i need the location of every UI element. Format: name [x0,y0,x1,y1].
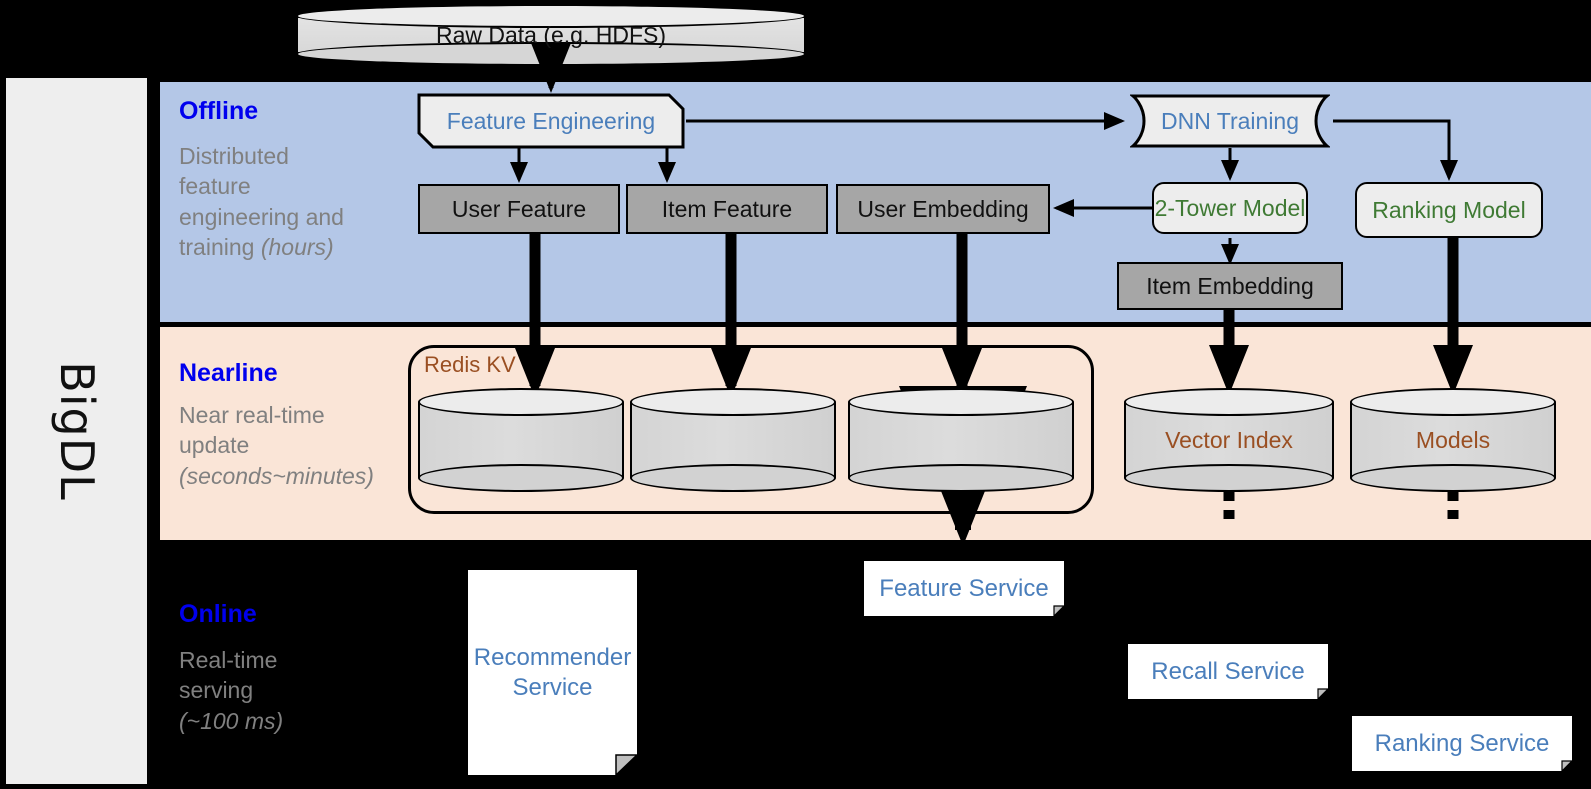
band-title-online: Online [179,600,257,628]
user-feature-box[interactable]: User Feature [418,184,620,234]
redis-store-1[interactable] [418,388,624,492]
bigdl-rail: BigDL [6,78,147,784]
user-feature-label: User Feature [451,195,587,222]
feature-service-node[interactable]: Feature Service [864,561,1066,618]
cylinder-top [848,388,1074,416]
user-embedding-label: User Embedding [857,195,1029,222]
cylinder-top [1124,388,1334,416]
raw-data-label: Raw Data (e.g. HDFS) [435,21,667,48]
ranking-model-box[interactable]: Ranking Model [1355,182,1543,238]
item-embedding-label: Item Embedding [1146,272,1314,299]
feature-engineering-node[interactable]: Feature Engineering [417,93,685,149]
online-sub-l1: Real-time [179,647,278,673]
band-subtitle-online: Real-time serving (~100 ms) [179,645,389,736]
item-feature-box[interactable]: Item Feature [626,184,828,234]
models-label: Models [1415,426,1491,453]
redis-store-2[interactable] [630,388,836,492]
two-tower-model-label: 2-Tower Model [1154,194,1306,221]
band-subtitle-offline: Distributed feature engineering and trai… [179,141,389,262]
ranking-service-label: Ranking Service [1374,729,1550,757]
nearline-sub-italic: (seconds~minutes) [179,462,374,489]
nearline-sub-l1: Near real-time [179,402,325,428]
recommender-service-line2: Service [512,673,593,701]
feature-service-label: Feature Service [879,574,1049,602]
cylinder-bottom [630,464,836,492]
band-title-nearline: Nearline [179,359,278,387]
redis-store-1-label [418,388,624,492]
two-tower-model-box[interactable]: 2-Tower Model [1152,182,1308,234]
cylinder-bottom [418,464,624,492]
user-embedding-box[interactable]: User Embedding [836,184,1050,234]
raw-data-cylinder: Raw Data (e.g. HDFS) [296,4,806,66]
cylinder-top [1350,388,1556,416]
cylinder-bottom [1124,464,1334,492]
recommender-service-label: Recommender Service [468,570,637,775]
online-sub-italic: (~100 ms) [179,707,284,734]
bigdl-label: BigDL [49,361,104,501]
item-feature-label: Item Feature [661,195,793,222]
ranking-model-label: Ranking Model [1372,196,1526,223]
ranking-service-node[interactable]: Ranking Service [1352,716,1574,773]
nearline-sub-l2: update [179,432,250,459]
offline-sub-l2: feature [179,173,251,200]
offline-sub-l4: training [179,234,261,261]
cylinder-bottom [848,464,1074,492]
cylinder-top [296,4,806,28]
cylinder-top [418,388,624,416]
item-embedding-box[interactable]: Item Embedding [1117,262,1343,310]
recall-service-node[interactable]: Recall Service [1128,644,1330,701]
recall-service-label: Recall Service [1151,657,1305,685]
online-sub-l2: serving [179,677,254,704]
recommender-service-line1: Recommender [473,643,632,671]
models-cylinder[interactable]: Models [1350,388,1556,492]
feature-engineering-label: Feature Engineering [446,107,656,134]
dnn-training-node[interactable]: DNN Training [1130,93,1330,149]
offline-sub-l3: engineering and [179,203,344,230]
vector-index-label: Vector Index [1165,426,1293,453]
redis-kv-label: Redis KV [424,352,516,377]
cylinder-top [630,388,836,416]
redis-store-3[interactable] [848,388,1074,492]
vector-index-cylinder[interactable]: Vector Index [1124,388,1334,492]
cylinder-bottom [1350,464,1556,492]
recommender-service-node[interactable]: Recommender Service [468,570,639,777]
dnn-training-label: DNN Training [1160,107,1300,134]
redis-kv-container [408,345,1094,514]
band-title-offline: Offline [179,97,259,125]
redis-store-3-label [848,388,1074,492]
offline-sub-italic: (hours) [260,234,334,261]
redis-store-2-label [630,388,836,492]
band-subtitle-nearline: Near real-time update (seconds~minutes) [179,400,419,491]
offline-sub-l1: Distributed [179,143,289,169]
